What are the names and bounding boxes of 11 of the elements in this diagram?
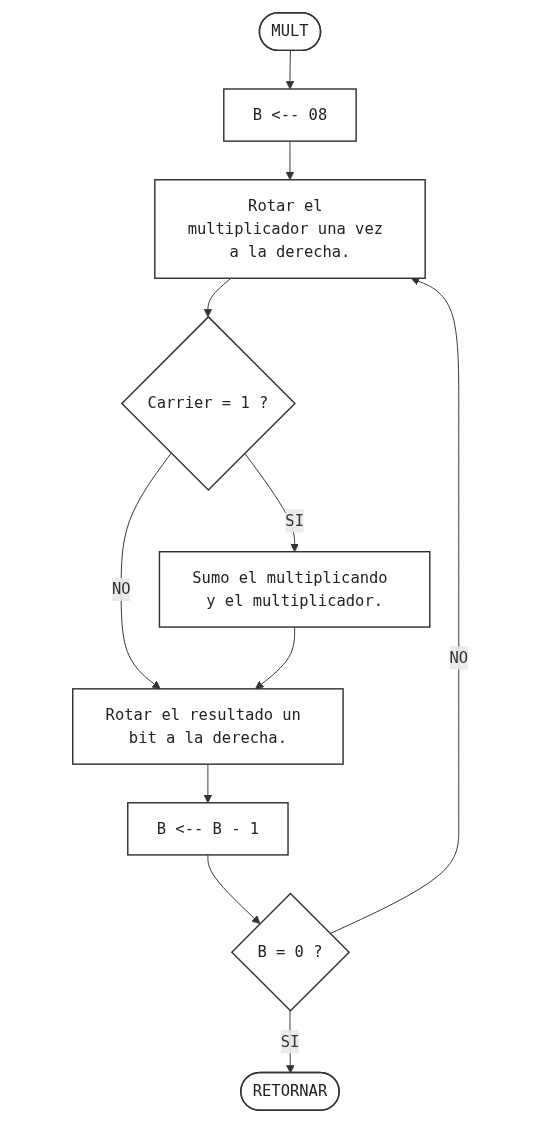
node-box: B <-- B - 1 [127,802,289,856]
node-box: Rotar el multiplicador una vez a la derecha. [154,179,426,279]
node-diamond: Carrier = 1 ? [120,315,297,491]
node-diamond: B = 0 ? [230,892,351,1012]
node-box: B <-- 08 [223,88,357,142]
edge-label: NO [111,579,131,599]
node-box: Rotar el resultado un bit a la derecha. [72,688,344,765]
edge-label: SI [280,1032,300,1051]
node-box: Sumo el multiplicando y el multiplicador. [158,551,431,628]
edge-label: NO [449,648,469,667]
edge-label: SI [285,511,305,530]
